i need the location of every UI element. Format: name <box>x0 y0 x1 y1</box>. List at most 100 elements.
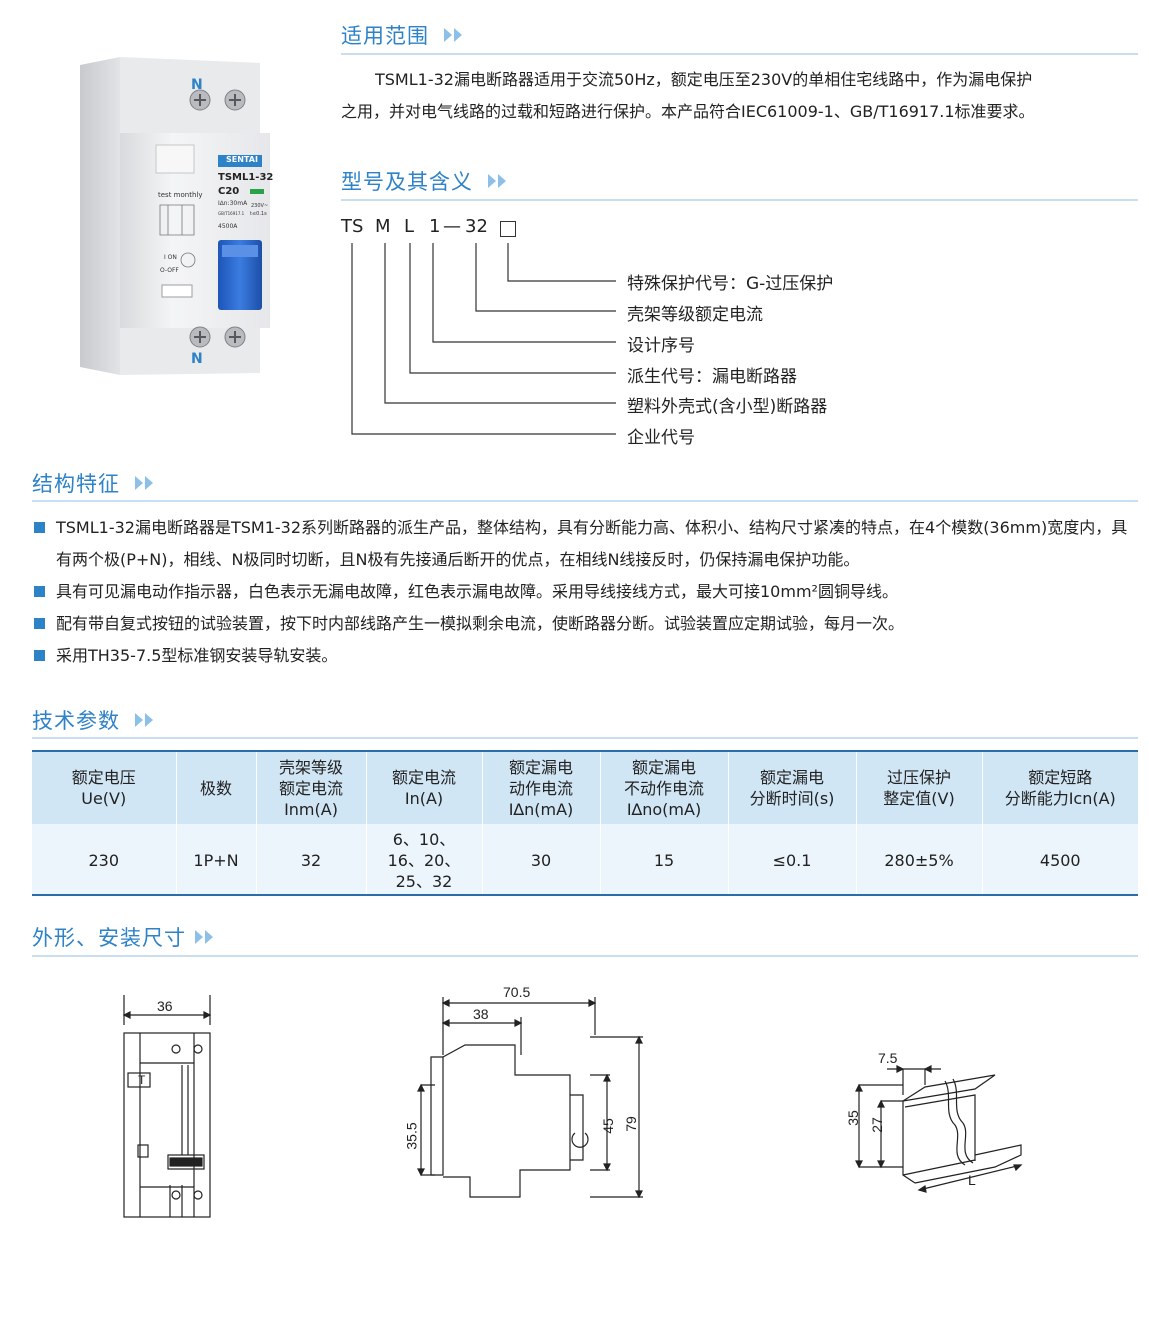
rail-h2-label: 27 <box>868 1117 885 1133</box>
table-header-line: 额定漏电 <box>631 757 696 777</box>
side-height-left-label: 35.5 <box>403 1122 420 1150</box>
table-cell-line: 16、20、 <box>387 850 461 870</box>
table-header-line: 额定电压 <box>71 768 136 787</box>
table-header-line: 整定值(V) <box>883 789 955 808</box>
model-code-dash: — <box>443 216 461 237</box>
double-chevron-icon <box>487 172 509 190</box>
table-header-line: 过压保护 <box>886 768 951 787</box>
rail-width-label: 7.5 <box>878 1050 898 1066</box>
table-header-line: 动作电流 <box>508 778 573 798</box>
model-meaning-design: 设计序号 <box>627 336 695 356</box>
list-item-text: 采用TH35-7.5型标准钢安装导轨安装。 <box>56 646 338 665</box>
front-width-label: 36 <box>157 998 173 1014</box>
model-label: TSML1-32 <box>218 172 274 183</box>
table-header-line: 不动作电流 <box>623 778 704 798</box>
front-t-label: T <box>138 1073 146 1087</box>
spec-line2: 230V~ <box>251 203 269 209</box>
model-meaning-frame: 壳架等级额定电流 <box>627 305 763 325</box>
double-chevron-icon <box>134 474 156 492</box>
table-cell: 15 <box>600 824 729 896</box>
list-item-text: 配有带自复式按钮的试验装置，按下时内部线路产生一模拟剩余电流，使断路器分断。试验… <box>56 614 905 633</box>
model-meaning-company: 企业代号 <box>627 428 695 448</box>
table-header-line: 额定电流 <box>391 768 456 787</box>
scope-line-2: 之用，并对电气线路的过载和短路进行保护。本产品符合IEC61009-1、GB/T… <box>341 102 1035 121</box>
table-header-line: 极数 <box>199 778 232 798</box>
terminal-top-label: N <box>191 77 203 93</box>
table-cell-line: 1P+N <box>193 850 239 870</box>
bullet-square-icon <box>34 586 45 597</box>
double-chevron-icon <box>194 928 216 946</box>
side-partial-label: 38 <box>473 1006 489 1022</box>
table-header-line: Ue(V) <box>81 789 127 808</box>
double-chevron-icon <box>134 711 156 729</box>
table-header-line: 额定漏电 <box>508 757 573 777</box>
section-title-dims: 外形、安装尺寸 <box>32 922 216 952</box>
table-cell-line: 230 <box>88 850 120 870</box>
side-height-total-label: 79 <box>622 1116 639 1132</box>
section-divider <box>341 53 1138 55</box>
section-title-structure: 结构特征 <box>32 468 156 498</box>
section-divider <box>32 955 1138 957</box>
structure-list: TSML1-32漏电断路器是TSM1-32系列断路器的派生产品，整体结构，具有分… <box>32 512 1138 672</box>
rail-length-label: L <box>968 1172 976 1188</box>
table-header-cell: 极数 <box>176 752 257 824</box>
section-divider <box>32 500 1138 502</box>
brand-label: SENTAI <box>226 155 258 164</box>
rail-h1-label: 35 <box>844 1110 861 1126</box>
spec-line4: GB/T16917.1 <box>218 211 245 216</box>
spec-line1: I∆n:30mA <box>218 200 248 207</box>
side-height-mid-label: 45 <box>599 1118 616 1134</box>
table-cell-line: 25、32 <box>395 871 453 891</box>
table-cell-line: ≤0.1 <box>772 850 812 870</box>
model-leader-lines <box>351 243 616 435</box>
section-title-structure-text: 结构特征 <box>32 472 120 496</box>
table-bottom-border <box>32 894 1138 896</box>
table-header-line: 分断能力Icn(A) <box>1004 789 1116 808</box>
model-meaning-special: 特殊保护代号：G-过压保护 <box>627 274 834 294</box>
din-rail-drawing <box>855 1065 1023 1193</box>
table-cell: 280±5% <box>856 824 983 896</box>
table-cell-line: 6、10、 <box>392 829 456 849</box>
section-title-model: 型号及其含义 <box>341 166 509 196</box>
section-title-scope: 适用范围 <box>341 20 465 50</box>
terminal-bottom-label: N <box>191 351 203 367</box>
list-item: 采用TH35-7.5型标准钢安装导轨安装。 <box>32 640 1138 672</box>
list-item: 具有可见漏电动作指示器，白色表示无漏电故障，红色表示漏电故障。采用导线接线方式，… <box>32 576 1138 608</box>
table-cell: 30 <box>482 824 601 896</box>
section-divider <box>341 199 1138 201</box>
model-code-l: L <box>404 216 415 237</box>
product-photo: N N SENTAI TSML1-32 C20 test monthly I∆n… <box>70 55 285 380</box>
table-header-line: 额定电流 <box>278 778 343 798</box>
spec-line5: 4500A <box>218 223 238 230</box>
front-view-drawing <box>122 995 212 1218</box>
section-divider <box>32 737 1138 739</box>
list-item-text: 具有可见漏电动作指示器，白色表示无漏电故障，红色表示漏电故障。采用导线接线方式，… <box>56 582 898 601</box>
list-item-text: TSML1-32漏电断路器是TSM1-32系列断路器的派生产品，整体结构，具有分… <box>56 518 1128 569</box>
table-header-line: 额定短路 <box>1028 768 1093 787</box>
section-title-scope-text: 适用范围 <box>341 24 429 48</box>
table-header-cell: 过压保护整定值(V) <box>856 752 983 824</box>
table-header-cell: 额定电压 Ue(V) <box>32 752 177 824</box>
bullet-square-icon <box>34 618 45 629</box>
model-code-1: 1 <box>429 216 441 237</box>
table-cell: 6、10、16、20、25、32 <box>366 824 483 896</box>
test-label: test monthly <box>158 191 203 199</box>
table-cell-line: 4500 <box>1039 850 1081 870</box>
side-total-label: 70.5 <box>503 984 531 1000</box>
bullet-square-icon <box>34 650 45 661</box>
scope-paragraph: TSML1-32漏电断路器适用于交流50Hz，额定电压至230V的单相住宅线路中… <box>341 64 1138 128</box>
table-header-line: 壳架等级 <box>278 757 343 777</box>
table-cell: 230 <box>32 824 177 896</box>
model-meaning-type: 塑料外壳式(含小型)断路器 <box>627 397 828 417</box>
table-cell-line: 32 <box>300 850 322 870</box>
off-label: O-OFF <box>160 267 179 274</box>
section-title-dims-text: 外形、安装尺寸 <box>32 926 186 950</box>
table-cell: ≤0.1 <box>728 824 857 896</box>
table-header-line: Inm(A) <box>284 799 338 819</box>
section-title-tech: 技术参数 <box>32 705 156 735</box>
